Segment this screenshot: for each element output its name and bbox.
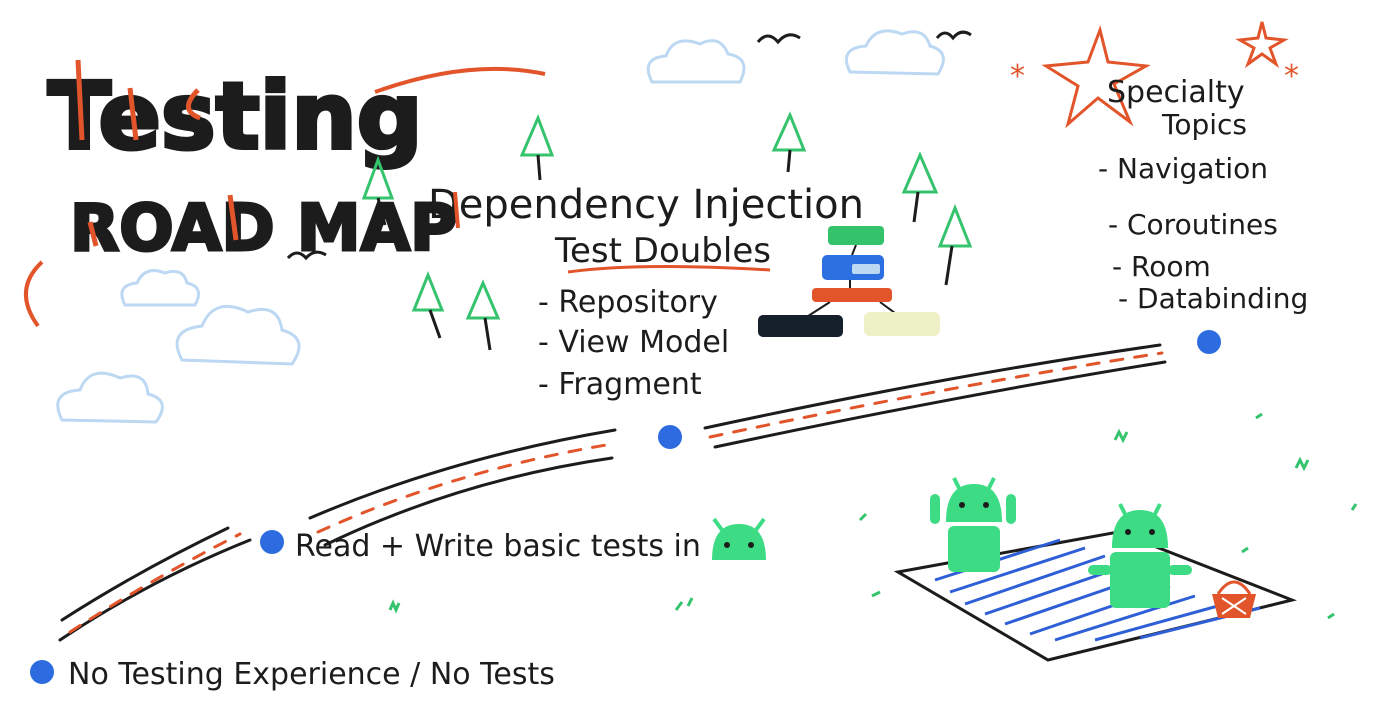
list-item-navigation: - Navigation xyxy=(1098,152,1268,185)
star-icon xyxy=(1235,21,1289,69)
tree-icon xyxy=(771,111,807,173)
list-item-fragment: - Fragment xyxy=(538,367,702,402)
picnic-basket-icon xyxy=(1212,580,1256,618)
tree-icon xyxy=(901,151,939,223)
asterisk-icon: * xyxy=(1010,59,1025,94)
list-item-room: - Room xyxy=(1112,250,1211,283)
android-robot-icon xyxy=(1088,503,1192,608)
cloud-icon xyxy=(120,269,201,307)
tree-icon xyxy=(465,279,501,351)
heading-accent xyxy=(453,191,460,229)
title-accent-strokes xyxy=(75,59,201,141)
list-item-databinding: - Databinding xyxy=(1118,282,1308,315)
milestone-1-label: No Testing Experience / No Tests xyxy=(68,657,555,692)
specialty-heading: Specialty xyxy=(1107,75,1245,110)
milestone-dots xyxy=(30,330,1221,684)
star-icon xyxy=(1041,24,1151,129)
blanket-stripes xyxy=(934,538,1261,642)
grass-tufts xyxy=(388,412,1358,620)
title-testing: Testing xyxy=(48,63,423,170)
bird-icon xyxy=(286,250,327,261)
trees xyxy=(361,111,973,351)
title-roadmap-accents xyxy=(87,194,239,247)
list-item-view-model: - View Model xyxy=(538,325,729,360)
tree-icon xyxy=(411,270,445,339)
milestone-dot-3 xyxy=(658,425,682,449)
asterisk-icon: * xyxy=(1284,59,1299,94)
bird-icon xyxy=(935,30,972,41)
milestone-2-label: Read + Write basic tests in xyxy=(295,529,701,564)
title: Testing ROAD MAP xyxy=(46,59,459,268)
bird-icon xyxy=(756,33,801,45)
android-robot-icon xyxy=(930,477,1016,572)
birds xyxy=(286,30,972,261)
tree-icon xyxy=(519,114,555,181)
road xyxy=(58,343,1167,642)
cloud-icon xyxy=(845,29,945,76)
milestone-dot-1 xyxy=(30,660,54,684)
tree-icon xyxy=(937,203,973,286)
picnic-scene xyxy=(893,477,1297,662)
test-doubles-underline xyxy=(567,264,771,274)
android-head-icon xyxy=(712,517,766,560)
topics-heading: Topics xyxy=(1161,108,1247,141)
list-item-repository: - Repository xyxy=(538,285,718,320)
clouds xyxy=(56,29,945,424)
cloud-icon xyxy=(175,304,301,366)
stars: * * xyxy=(1010,21,1299,129)
test-doubles-heading: Test Doubles xyxy=(554,231,771,271)
dependency-injection-heading: Dependency Injection xyxy=(428,182,864,228)
accent-arc-top xyxy=(374,66,546,94)
tree-icon xyxy=(361,155,395,226)
dependency-graph-icon xyxy=(758,226,940,337)
list-item-coroutines: - Coroutines xyxy=(1108,208,1278,241)
title-roadmap: ROAD MAP xyxy=(70,192,457,266)
milestone-dot-2 xyxy=(260,530,284,554)
milestone-dot-4 xyxy=(1197,330,1221,354)
cloud-icon xyxy=(56,371,164,424)
accent-arc-left xyxy=(23,260,44,328)
cloud-icon xyxy=(646,39,746,84)
